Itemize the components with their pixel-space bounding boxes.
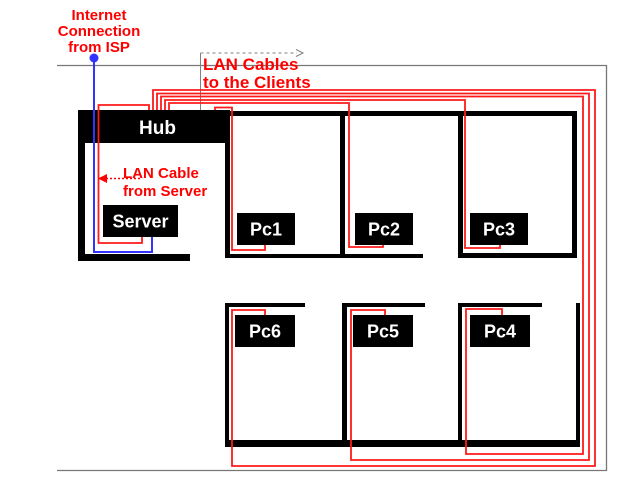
lan-clients-label-line1: LAN Cables: [203, 55, 298, 74]
annotation-labels: Internet Connection from ISP LAN Cables …: [58, 7, 311, 200]
wall-toprow-bottom-left: [225, 254, 423, 258]
office-walls: [78, 110, 580, 447]
isp-label-line1: Internet: [71, 7, 126, 24]
lan-cable-pc5: [156, 92, 590, 461]
lan-server-label-line1: LAN Cable: [123, 165, 199, 182]
server-lan-cable: [97, 104, 150, 244]
isp-label-line2: Connection: [58, 23, 141, 40]
pc2-node: [355, 213, 413, 245]
wall-botrow-top1: [225, 303, 305, 307]
wall-toprow-mid1: [340, 116, 345, 257]
internet-connection: [89, 53, 153, 253]
wall-server-left: [78, 110, 85, 261]
devices: Hub Server Pc1 Pc2 Pc3 Pc4 Pc5 Pc6: [85, 110, 530, 347]
server-cable-arrow-icon: [98, 174, 107, 183]
pc4-label: Pc4: [484, 322, 516, 342]
wall-botrow-left1: [225, 303, 229, 447]
isp-label-line3: from ISP: [68, 39, 130, 56]
isp-connection-dot: [89, 53, 99, 63]
lan-cable-pc3: [164, 99, 501, 249]
wall-botrow-top2: [342, 303, 425, 307]
wall-botrow-top3: [458, 303, 542, 307]
wall-toprow-right: [572, 116, 577, 257]
wall-toprow-top: [225, 111, 577, 116]
pc3-label: Pc3: [483, 220, 515, 240]
pc1-node: [237, 213, 295, 245]
pc2-label: Pc2: [368, 220, 400, 240]
page-border: [57, 64, 608, 472]
callout-arrow-icon: [295, 49, 305, 57]
server-cable-pointer: [98, 174, 140, 183]
lan-cable-pc1: [214, 106, 266, 251]
hub-label: Hub: [139, 118, 176, 139]
wall-toprow-bottom-right: [458, 253, 577, 258]
lan-cables: [97, 89, 596, 467]
lan-cable-pc6: [152, 89, 596, 467]
lan-server-label-line2: from Server: [123, 183, 207, 200]
lan-clients-label-line2: to the Clients: [203, 73, 311, 92]
pc4-node: [470, 315, 530, 347]
wall-server-bottom: [78, 254, 190, 261]
server-label: Server: [112, 212, 168, 232]
pc5-label: Pc5: [367, 322, 399, 342]
wall-toprow-left: [225, 111, 230, 257]
wall-botrow-left2: [342, 303, 347, 447]
server-node: [103, 205, 178, 237]
pc6-label: Pc6: [249, 322, 281, 342]
pc1-label: Pc1: [250, 220, 282, 240]
lan-cable-pc4: [160, 95, 584, 455]
wall-botrow-left3: [458, 303, 462, 447]
wall-toprow-mid2: [458, 116, 463, 257]
pc6-node: [235, 315, 295, 347]
pc5-node: [353, 315, 413, 347]
wall-botrow-right: [576, 303, 580, 447]
lan-cable-pc2: [168, 102, 384, 248]
wall-botrow-bottom: [225, 440, 580, 447]
pc3-node: [470, 213, 528, 245]
internet-cable: [93, 58, 153, 253]
hub-node: [85, 110, 230, 143]
